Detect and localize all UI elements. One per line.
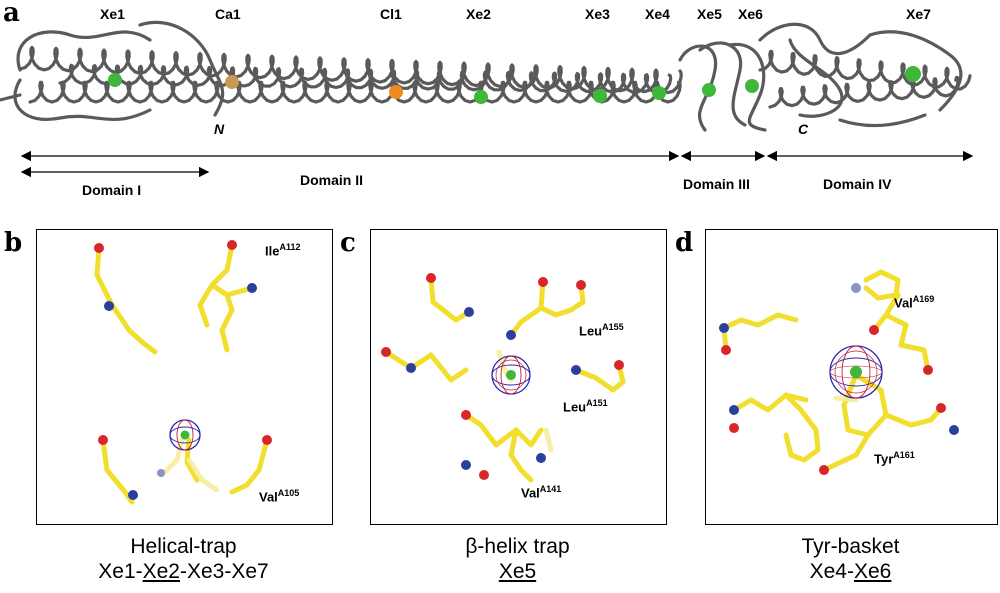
- c-terminus-label: C: [798, 121, 809, 137]
- panel-b-letter: b: [4, 228, 23, 258]
- xenon-density-mesh-b: [169, 419, 201, 451]
- site-sphere-xe2: [474, 90, 488, 104]
- protein-ribbon-structure: [0, 20, 972, 132]
- site-sphere-xe1: [108, 73, 122, 87]
- xenon-density-mesh-d: [829, 345, 883, 399]
- panel-d-caption-title: Tyr-basket: [801, 535, 900, 558]
- domain-iv-label: Domain IV: [823, 176, 892, 192]
- residue-label-ile-a112: IleA112: [265, 242, 301, 259]
- residue-label-tyr-a161: TyrA161: [874, 450, 915, 467]
- site-label-xe7: Xe7: [906, 6, 931, 22]
- site-label-xe4: Xe4: [645, 6, 670, 22]
- site-sphere-cl1: [389, 85, 403, 99]
- helical-trap-sticks: [94, 240, 272, 505]
- panel-b-box: IleA112 ValA105: [36, 229, 333, 525]
- panel-c-caption: β-helix trap Xe5: [370, 534, 665, 584]
- residue-label-val-a141: ValA141: [521, 484, 562, 501]
- panel-c-letter: c: [340, 228, 356, 258]
- site-sphere-xe6: [745, 79, 759, 93]
- site-label-xe6: Xe6: [738, 6, 763, 22]
- panel-d-caption-sites: Xe4-Xe6: [809, 560, 892, 583]
- panel-c-caption-title: β-helix trap: [465, 535, 570, 558]
- site-sphere-ca1: [225, 75, 239, 89]
- panel-b-caption: Helical-trap Xe1-Xe2-Xe3-Xe7: [36, 534, 331, 584]
- site-label-xe2: Xe2: [466, 6, 491, 22]
- site-spheres: [108, 66, 921, 104]
- residue-label-val-a169: ValA169: [894, 294, 935, 311]
- xenon-density-mesh-c: [491, 355, 531, 395]
- site-sphere-xe7: [905, 66, 921, 82]
- site-label-xe3: Xe3: [585, 6, 610, 22]
- panel-d-caption: Tyr-basket Xe4-Xe6: [705, 534, 996, 584]
- site-label-xe5: Xe5: [697, 6, 722, 22]
- domain-iii-label: Domain III: [683, 176, 750, 192]
- site-label-cl1: Cl1: [380, 6, 402, 22]
- residue-label-val-a105: ValA105: [259, 488, 300, 505]
- n-terminus-label: N: [214, 121, 225, 137]
- domain-arrows: [20, 150, 974, 178]
- domain-i-label: Domain I: [82, 182, 142, 198]
- panel-c-caption-sites: Xe5: [498, 560, 537, 583]
- tyr-basket-sticks: [719, 269, 959, 475]
- site-label-xe1: Xe1: [100, 6, 125, 22]
- site-sphere-xe4: [652, 86, 666, 100]
- panel-a-letter: a: [3, 0, 20, 28]
- residue-label-leu-a151: LeuA151: [563, 398, 608, 415]
- site-sphere-xe3: [593, 89, 607, 103]
- panel-c-box: LeuA155 LeuA151 ValA141: [370, 229, 667, 525]
- residue-label-leu-a155: LeuA155: [579, 322, 624, 339]
- site-label-ca1: Ca1: [215, 6, 241, 22]
- panel-d-letter: d: [675, 228, 694, 258]
- site-sphere-xe5: [702, 83, 716, 97]
- ribbon-backbone: [0, 20, 972, 132]
- beta-helix-trap-sticks: [381, 273, 626, 483]
- domain-ii-label: Domain II: [300, 172, 364, 188]
- panel-b-caption-title: Helical-trap: [130, 535, 237, 558]
- panel-b-caption-sites: Xe1-Xe2-Xe3-Xe7: [98, 560, 269, 583]
- panel-d-box: ValA169 TyrA161: [705, 229, 998, 525]
